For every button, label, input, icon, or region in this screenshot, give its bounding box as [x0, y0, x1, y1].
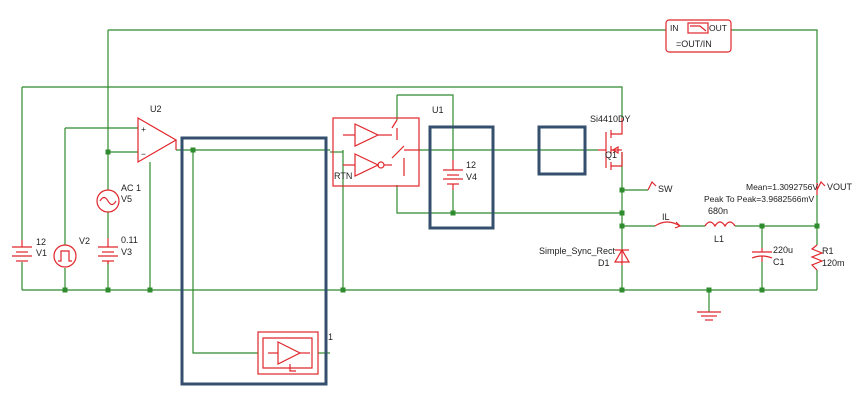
highlight-box-feedback [180, 136, 328, 386]
partial-ref-label: 1 [328, 332, 333, 342]
highlight-boxes [180, 125, 587, 386]
capacitor-c1[interactable]: 220u C1 [751, 245, 793, 267]
mosfet-q1[interactable]: Si4410DY Q1 [590, 114, 631, 170]
probe-out-label: OUT [709, 23, 727, 33]
v2-label: V2 [79, 236, 90, 246]
v1-label: V1 [36, 248, 47, 258]
v5-ac-label: AC 1 [121, 183, 141, 193]
v1-value: 12 [36, 237, 46, 247]
error-amp-block[interactable]: 1 [257, 331, 333, 375]
vout-label: VOUT [827, 182, 853, 192]
r1-value: 120m [822, 258, 845, 268]
highlight-box-gate [537, 125, 587, 176]
v5-label: V5 [121, 194, 132, 204]
transfer-function-probe[interactable]: IN OUT =OUT/IN [665, 19, 732, 53]
gate-driver-u1[interactable]: U1 RTN [332, 105, 444, 187]
sw-label: SW [658, 184, 673, 194]
wires [21, 29, 818, 354]
opamp-u2[interactable]: + − U2 [137, 104, 178, 164]
l1-value: 680n [708, 206, 728, 216]
il-label: IL [662, 212, 670, 222]
d1-label: D1 [598, 258, 610, 268]
d1-part-label: Simple_Sync_Rect [539, 246, 616, 256]
q1-label: Q1 [605, 150, 617, 160]
svg-text:−: − [141, 149, 146, 159]
probe-vout[interactable]: VOUT Mean=1.3092756V Peak To Peak=3.9682… [704, 180, 853, 204]
v3-value: 0.11 [121, 235, 138, 245]
rtn-label: RTN [334, 171, 352, 181]
mean-readout: Mean=1.3092756V [746, 182, 818, 192]
u2-label: U2 [150, 104, 162, 114]
source-v4[interactable]: 12 V4 [443, 160, 477, 190]
peak-to-peak-readout: Peak To Peak=3.9682566mV [704, 194, 815, 204]
u1-label: U1 [432, 105, 444, 115]
highlight-box-v4 [428, 125, 495, 230]
source-v3[interactable]: 0.11 V3 [98, 235, 138, 264]
probe-in-label: IN [670, 23, 679, 33]
q1-part-label: Si4410DY [590, 114, 631, 124]
resistor-r1[interactable]: R1 120m [810, 244, 845, 271]
ground-symbol [697, 311, 721, 321]
inductor-l1[interactable]: 680n L1 [704, 206, 736, 244]
source-v2[interactable]: V2 [53, 236, 90, 268]
junction-dots [62, 147, 820, 293]
probe-formula: =OUT/IN [676, 39, 712, 49]
v3-label: V3 [121, 247, 132, 257]
v4-label: V4 [466, 172, 477, 182]
probe-sw[interactable]: SW [647, 180, 673, 194]
svg-text:+: + [141, 124, 146, 134]
source-v1[interactable]: 12 V1 [12, 237, 47, 262]
current-probe-il[interactable]: IL [654, 212, 682, 229]
l1-label: L1 [714, 234, 724, 244]
v4-value: 12 [466, 160, 476, 170]
diode-d1[interactable]: Simple_Sync_Rect D1 [539, 246, 631, 268]
source-v5[interactable]: AC 1 V5 [96, 183, 141, 213]
c1-label: C1 [773, 257, 785, 267]
c1-value: 220u [773, 245, 793, 255]
r1-label: R1 [822, 246, 834, 256]
